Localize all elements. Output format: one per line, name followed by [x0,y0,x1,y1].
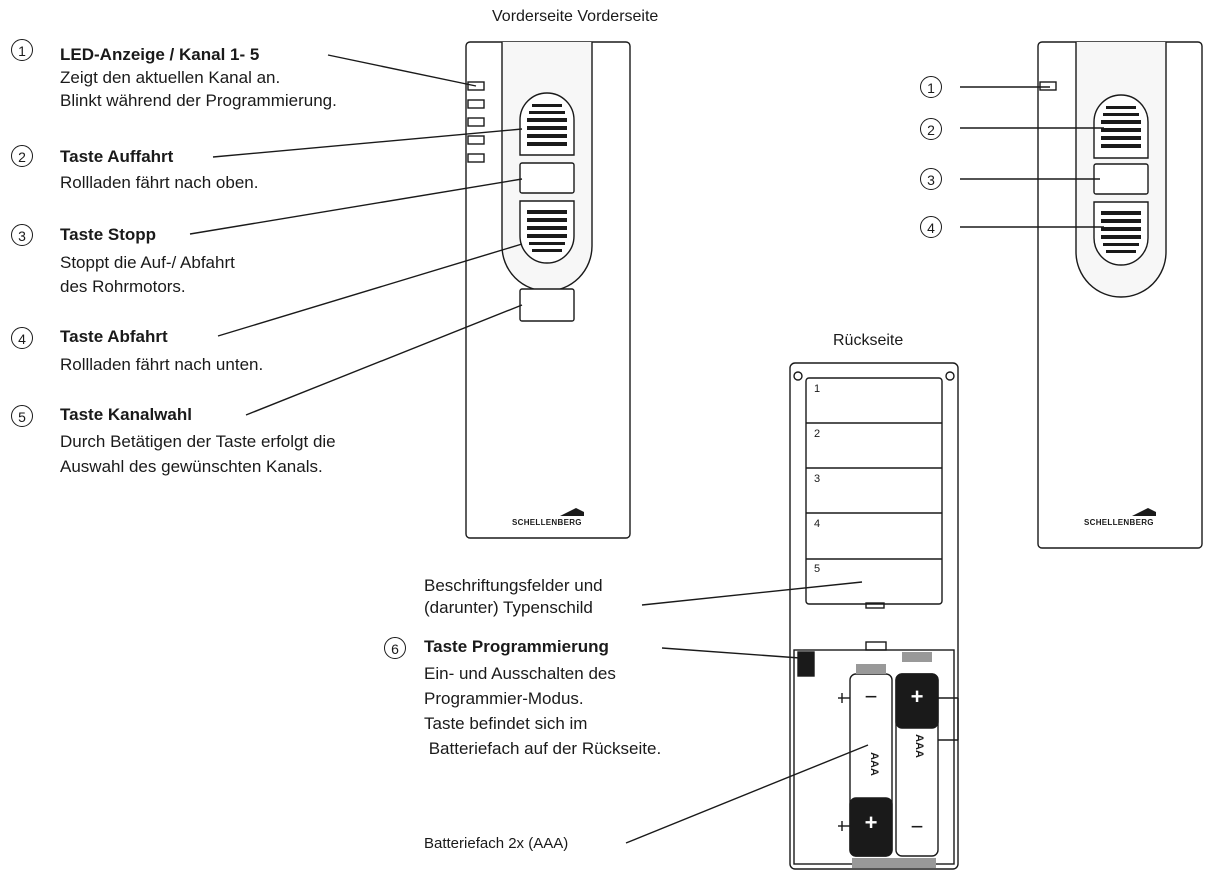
callout-number-4: 4 [11,327,33,349]
back-view-title: Rückseite [833,332,904,349]
item-6-line-3: Taste befindet sich im [424,714,588,733]
callout-number-5: 5 [11,405,33,427]
battery-label: Batteriefach 2x (AAA) [424,835,569,852]
front-down-button [519,200,575,264]
item-6-title: Taste Programmierung [424,637,609,656]
slot-number-5: 5 [814,563,821,575]
right-callout-3: 3 [920,168,942,190]
battery-1-plus: + [864,810,878,835]
item-6-line-2: Programmier-Modus. [424,689,584,708]
item-5-title: Taste Kanalwahl [60,405,192,424]
item-2-title: Taste Auffahrt [60,147,174,166]
front-brand-logo: SCHELLENBERG [512,518,582,527]
program-button [797,651,815,677]
slot-number-3: 3 [814,473,821,485]
right-led [1039,81,1057,91]
item-5-line-1: Durch Betätigen der Taste erfolgt die [60,432,336,451]
right-callout-2: 2 [920,118,942,140]
right-remote-button-housing [1075,42,1167,298]
battery-2-minus: − [910,814,924,839]
item-6-line-4: Batteriefach auf der Rückseite. [424,739,662,758]
led-4 [467,135,485,145]
right-callout-1: 1 [920,76,942,98]
slot-number-4: 4 [814,518,821,530]
item-5-line-2: Auswahl des gewünschten Kanals. [60,457,323,476]
label-fields-frame [805,377,943,605]
callout-number-1: 1 [11,39,33,61]
led-2 [467,99,485,109]
item-2-line-1: Rollladen fährt nach oben. [60,173,259,192]
fields-label-line-2: (darunter) Typenschild [424,598,593,617]
front-remote-body [465,41,631,539]
right-callout-4: 4 [920,216,942,238]
right-up-button [1093,94,1149,159]
item-1-line-1: Zeigt den aktuellen Kanal an. [60,68,281,87]
item-3-line-2: des Rohrmotors. [60,277,186,296]
slot-number-1: 1 [814,383,821,395]
right-remote-body [1037,41,1203,549]
slot-number-2: 2 [814,428,821,440]
front-channel-button [519,288,575,322]
right-stop-button [1093,163,1149,195]
back-screw-right [945,371,955,381]
led-1 [467,81,485,91]
callout-number-6: 6 [384,637,406,659]
front-view-title: Vorderseite Vorderseite [492,8,659,25]
back-screw-left [793,371,803,381]
right-down-button [1093,201,1149,266]
item-6-line-1: Ein- und Ausschalten des [424,664,616,683]
battery-1-type: AAA [867,752,880,776]
front-stop-button [519,162,575,194]
item-3-title: Taste Stopp [60,225,157,244]
item-4-line-1: Rollladen fährt nach unten. [60,355,264,374]
battery-2-plus: + [910,684,924,709]
led-5 [467,153,485,163]
callout-number-3: 3 [11,224,33,246]
front-remote-button-housing [501,42,593,292]
item-1-line-2: Blinkt während der Programmierung. [60,91,337,110]
item-3-line-1: Stoppt die Auf-/ Abfahrt [60,253,235,272]
fields-label-line-1: Beschriftungsfelder und [424,576,603,595]
item-4-title: Taste Abfahrt [60,327,168,346]
battery-2-type: AAA [912,734,925,758]
callout-number-2: 2 [11,145,33,167]
right-brand-logo: SCHELLENBERG [1084,518,1154,527]
item-1-title: LED-Anzeige / Kanal 1- 5 [60,45,260,64]
front-up-button [519,92,575,156]
battery-1-minus: − [864,684,878,709]
led-3 [467,117,485,127]
